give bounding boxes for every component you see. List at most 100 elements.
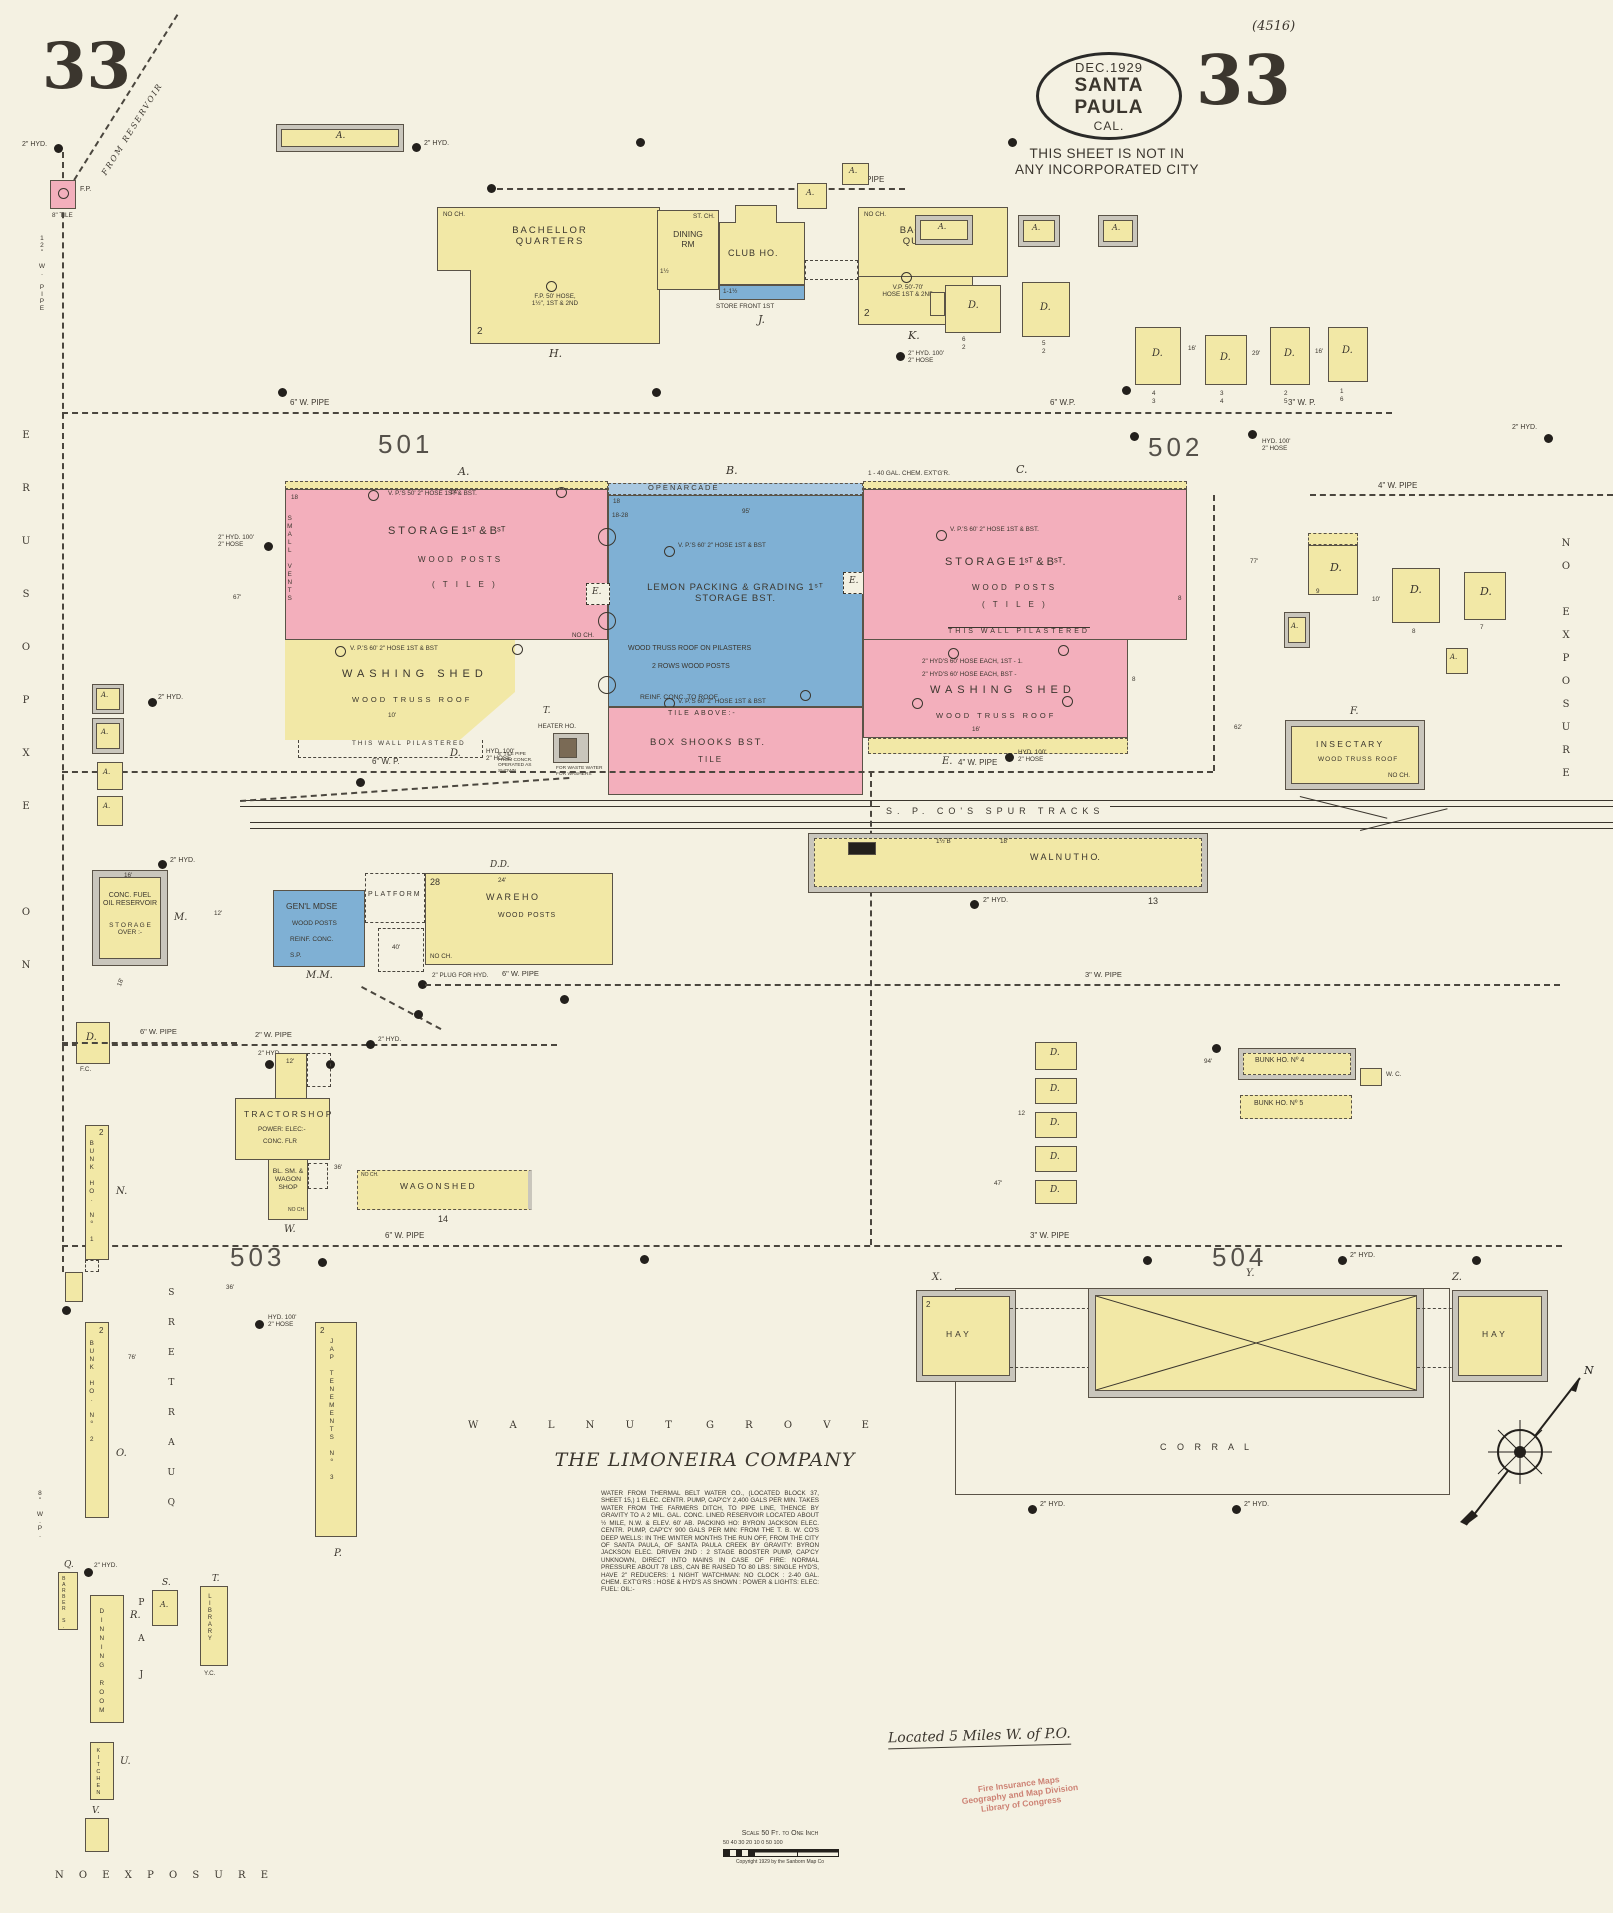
cottage-sub: 4 <box>1220 398 1224 405</box>
hydrant-label: 2" HYD. <box>158 694 184 701</box>
dim: 36' <box>226 1284 235 1291</box>
bunk2-stories: 2 <box>99 1326 104 1335</box>
shed-a <box>1103 220 1133 242</box>
storage-west-name: S T O R A G E 1ˢᵀ & Bˢᵀ <box>388 525 506 537</box>
library-name: LIBRARY <box>206 1594 213 1643</box>
washw-porch <box>298 740 483 758</box>
hydrant-note: HYD. 100' 2" HOSE <box>486 748 515 763</box>
washw-letter: D. <box>450 748 461 759</box>
scale-bar <box>723 1849 839 1857</box>
hydrant-dot <box>487 184 496 193</box>
water-pipe-row-mid <box>62 771 1213 773</box>
bunk1-letter: N. <box>116 1186 128 1197</box>
wagon-shed-name: W A G O N S H E D <box>400 1181 475 1191</box>
dinning-room-letter: R. <box>130 1610 141 1621</box>
hydrant-dot <box>1008 138 1017 147</box>
storage-west-tile: ( T I L E ) <box>432 580 498 589</box>
bunk-house-2 <box>85 1322 109 1518</box>
cottage-letter: D. <box>1152 348 1163 359</box>
packing-rows: 2 ROWS WOOD POSTS <box>652 663 730 670</box>
jap-quarters-street-lower: PAJ <box>136 1598 147 1706</box>
smith-shop-name: BL. SM. & WAGON SHOP <box>272 1168 304 1191</box>
dim: 12 <box>1018 1110 1026 1117</box>
cottage-letter: D. <box>1050 1152 1060 1162</box>
storage-west-arcade-strip <box>285 481 608 489</box>
house-9 <box>1308 545 1358 595</box>
cottage-letter: D. <box>1050 1185 1060 1195</box>
cottage-fc: F.C. <box>80 1066 92 1073</box>
club-house-tower <box>735 205 777 223</box>
elevator-box <box>586 583 610 605</box>
block-504: 504 <box>1212 1242 1268 1272</box>
bq-east-stories: 2 <box>864 308 870 319</box>
stamp-state: CAL. <box>1093 118 1125 133</box>
corral-y-letter: Y. <box>1246 1268 1255 1279</box>
packing-hose-2: V. P.'S 60' 2" HOSE 1ST & BST <box>678 698 766 705</box>
walnut-building <box>814 838 1202 887</box>
bunk2-letter: O. <box>116 1448 127 1459</box>
club-name: CLUB HO. <box>728 248 779 258</box>
block-502: 502 <box>1148 432 1204 462</box>
no-chimney-note: NO CH. <box>443 211 466 218</box>
pipe-6-label: 6" W.P. <box>1050 398 1076 407</box>
storage-west-letter: A. <box>458 465 470 478</box>
dim: 76' <box>128 1354 137 1361</box>
walnut-height: 1½ B <box>936 838 951 845</box>
dim: 18 <box>291 494 299 501</box>
hydrant-dot <box>1143 1256 1152 1265</box>
bunk5-name: BUNK HO. Nº 5 <box>1254 1100 1304 1107</box>
hydrant-dot <box>318 1258 327 1267</box>
cottage-letter: D. <box>1220 352 1231 363</box>
bq-east-letter: K. <box>908 329 920 342</box>
sheet-number-right: 33 <box>1196 41 1291 121</box>
genl-mdse-name: GEN'L MDSE <box>286 901 338 911</box>
pipe-3-label: 3" W. PIPE <box>1030 1231 1070 1240</box>
cottage-d <box>1035 1180 1077 1204</box>
pipe-6-label: 6" W. PIPE <box>385 1231 425 1240</box>
house-7 <box>1464 572 1506 620</box>
conc-fuel-letter: M. <box>174 912 188 923</box>
svg-text:N: N <box>1583 1364 1594 1377</box>
v-letter: V. <box>92 1806 100 1816</box>
cottage-num: 4 <box>1152 390 1156 397</box>
hydrant-label: 2" HYD. <box>1512 424 1538 431</box>
storage-east-building <box>863 489 1187 640</box>
elevator-letter: E. <box>592 587 602 597</box>
water-pipe-6in-mid <box>62 412 1392 414</box>
bq-west-letter: H. <box>549 347 563 360</box>
hydrant-dot <box>158 860 167 869</box>
conc-fuel-name: CONC. FUEL OIL RESERVOIR <box>102 892 158 908</box>
shed-a-letter: A. <box>1112 223 1121 232</box>
washw-roof: WOOD TRUSS ROOF <box>352 695 473 704</box>
shed-a <box>920 220 968 240</box>
hydrant-label: 2" HYD. <box>378 1036 402 1043</box>
dim: 28 <box>430 877 441 887</box>
packing-name: LEMON PACKING & GRADING 1ˢᵀ STORAGE BST. <box>647 582 824 604</box>
hydrant-dot <box>278 388 287 397</box>
genl-mdse-reinf: REINF. CONC. <box>290 936 334 943</box>
barber-shop <box>58 1572 78 1630</box>
block-501: 501 <box>378 429 434 459</box>
house-letter: D. <box>1330 561 1342 574</box>
corral-label: C O R R A L <box>1160 1442 1254 1452</box>
club-storefront <box>719 285 805 300</box>
vent-circle <box>556 487 567 498</box>
platform-outline <box>365 873 425 923</box>
dining-name: DINING RM <box>673 229 703 249</box>
bunk-house-5 <box>1240 1095 1352 1119</box>
corral-runway <box>1010 1308 1090 1368</box>
dim: 36' <box>334 1164 343 1171</box>
cottage-letter: D. <box>1050 1048 1060 1058</box>
tractor-shop-top <box>275 1053 307 1099</box>
shed-a <box>842 163 869 185</box>
no-exposure-right: NO EXPOSURE <box>1560 538 1572 791</box>
washw-name: WASHING SHED <box>342 668 488 680</box>
library-letter: T. <box>212 1574 220 1584</box>
rail-line <box>250 828 1613 829</box>
box-shooks-tile: T I L E <box>698 755 722 764</box>
walnut-grove-walnut: W A L N U T <box>468 1420 686 1431</box>
firewall-opening <box>598 676 616 694</box>
elevator-letter: E. <box>849 576 859 586</box>
shed-a <box>97 796 123 826</box>
barber-letter: Q. <box>64 1560 74 1570</box>
